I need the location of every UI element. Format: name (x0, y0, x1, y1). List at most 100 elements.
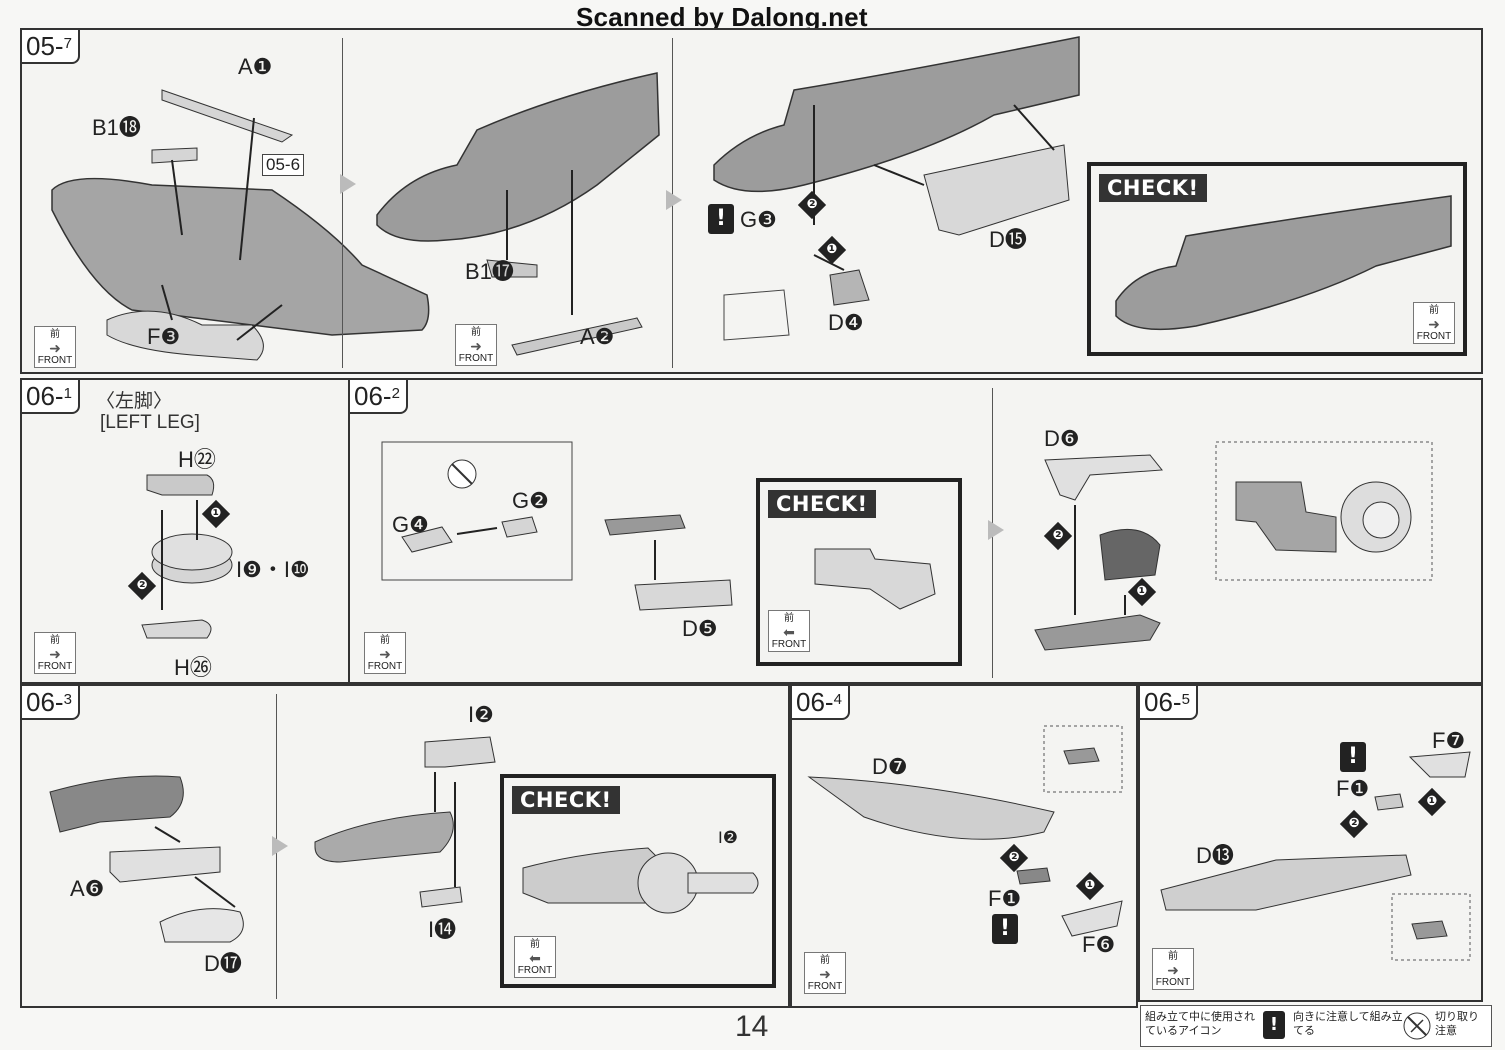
front-indicator: 前⬅FRONT (514, 936, 556, 978)
caution-icon: ! (1263, 1011, 1285, 1039)
front-indicator: 前➜FRONT (1152, 948, 1194, 990)
legend-warn-text: 向きに注意して組み立てる (1293, 1010, 1403, 1037)
part-label-f7: F❼ (1432, 728, 1466, 753)
next-arrow-icon (666, 190, 682, 210)
front-indicator: 前⬅FRONT (768, 610, 810, 652)
step-06-5-label: 06-5 (1140, 686, 1198, 720)
order-marker-1: ❶ (201, 499, 231, 529)
order-marker-1: ❶ (1127, 577, 1157, 607)
front-indicator: 前➜FRONT (364, 632, 406, 674)
finished-part-drawing (1115, 195, 1452, 331)
legend-cut-text: 切り取り注意 (1435, 1010, 1479, 1037)
finished-shin-drawing (522, 847, 759, 914)
part-label-f6: F❻ (1082, 932, 1116, 957)
cut-caution-icon (1403, 1012, 1431, 1040)
scan-banner: Scanned by Dalong.net (576, 2, 868, 32)
knee-joint-drawing (1034, 454, 1163, 651)
part-label-a6: A❻ (70, 876, 105, 901)
finished-knee-drawing (814, 548, 936, 610)
page-number: 14 (735, 1010, 769, 1043)
step-06-2-panel: 06-2 G❹ G❷ D❺ 前➜FRONT CHECK! 前⬅FRONT (348, 378, 1483, 684)
part-label-i9-i10: I❾・I❿ (236, 557, 310, 582)
part-label-b1-18: B1⓲ (92, 115, 141, 140)
part-label-i2: I❷ (468, 702, 494, 727)
armor-assembly-drawing (713, 36, 1080, 341)
next-arrow-icon (340, 174, 356, 194)
cut-caution-frame (381, 441, 573, 581)
part-label-h22: H㉒ (178, 447, 216, 472)
left-leg-title-en: [LEFT LEG] (100, 412, 200, 433)
front-indicator: 前➜FRONT (804, 952, 846, 994)
part-label-d5: D❺ (682, 616, 718, 641)
check-label: CHECK! (768, 490, 876, 518)
next-arrow-icon (272, 836, 288, 856)
step-06-1-label: 06-1 (22, 380, 80, 414)
foot-base-drawing (1160, 854, 1412, 911)
order-marker-1: ❶ (1417, 787, 1447, 817)
part-label-g4: G❹ (392, 512, 429, 537)
detail-frame (1391, 893, 1471, 961)
order-marker-1: ❶ (1075, 871, 1105, 901)
left-leg-title-jp: 〈左脚〉 (96, 391, 173, 412)
part-label-g2: G❷ (512, 488, 549, 513)
shin-assembly-drawing (314, 736, 496, 908)
front-indicator: 前➜FRONT (455, 324, 497, 366)
legend-title: 組み立て中に使用されているアイコン (1145, 1010, 1255, 1037)
body-assembly-drawing (376, 72, 660, 356)
order-marker-2: ❷ (1339, 809, 1369, 839)
detail-frame (1215, 441, 1433, 581)
part-label-i14: I⓮ (428, 917, 457, 942)
part-label-d13: D⓭ (1196, 843, 1234, 868)
step-06-3-panel: 06-3 A❻ D⓱ I❷ I⓮ CHECK! (20, 684, 790, 1008)
next-arrow-icon (988, 520, 1004, 540)
part-label-i2-check: I❷ (718, 828, 738, 847)
toe-part-drawing (1374, 751, 1471, 811)
check-box: CHECK! 前⬅FRONT (756, 478, 962, 666)
wing-assembly-drawing (51, 89, 430, 361)
step-06-4-label: 06-4 (792, 686, 850, 720)
front-indicator: 前➜FRONT (1413, 302, 1455, 344)
icon-legend: 組み立て中に使用されているアイコン ! 向きに注意して組み立てる 切り取り注意 (1140, 1005, 1492, 1047)
part-label-h26: H㉖ (174, 655, 212, 680)
shin-parts-drawing (49, 775, 244, 943)
front-indicator: 前➜FRONT (34, 632, 76, 674)
step-06-4-panel: 06-4 D❼ F❶ F❻ ! ❷ ❶ 前➜FRONT (790, 684, 1138, 1008)
step-06-5-panel: 06-5 ! F❼ F❶ D⓭ ❶ ❷ 前➜FRONT (1138, 684, 1483, 1002)
check-label: CHECK! (512, 786, 620, 814)
part-label-d17: D⓱ (204, 951, 242, 976)
knee-part-drawing (604, 514, 733, 611)
part-label-d7: D❼ (872, 754, 908, 779)
detail-frame (1043, 725, 1123, 793)
foot-claw-drawing (1016, 867, 1123, 937)
part-label-f3: F❸ (147, 324, 181, 349)
part-label-a2: A❷ (580, 324, 615, 349)
order-marker-2: ❷ (1043, 521, 1073, 551)
part-label-b1-17: B1⓱ (465, 259, 514, 284)
leg-joint-drawing (141, 474, 233, 639)
divider (342, 38, 343, 368)
order-marker-2: ❷ (127, 571, 157, 601)
order-marker-2: ❷ (999, 843, 1029, 873)
check-label: CHECK! (1099, 174, 1207, 202)
step-06-1-panel: 06-1 〈左脚〉 [LEFT LEG] H㉒ I❾・I❿ H㉖ ❶ ❷ 前➜F… (20, 378, 350, 684)
front-indicator: 前➜FRONT (34, 326, 76, 368)
order-marker-2: ❷ (797, 190, 827, 220)
check-box: CHECK! 前➜FRONT (1087, 162, 1467, 356)
step-05-7-panel: 05-7 A❶ B1⓲ F❸ 05-6 前➜FRONT B1⓱ A❷ 前➜FR (20, 28, 1483, 374)
part-label-d4: D❹ (828, 310, 864, 335)
order-marker-1: ❶ (817, 235, 847, 265)
step-06-2-label: 06-2 (350, 380, 408, 414)
caution-icon: ! (1340, 742, 1366, 772)
part-label-d6: D❻ (1044, 426, 1080, 451)
reference-step-05-6: 05-6 (262, 154, 305, 176)
caution-icon: ! (992, 914, 1018, 944)
step-05-7-label: 05-7 (22, 30, 80, 64)
check-box: CHECK! I❷ 前⬅FRONT (500, 774, 776, 988)
part-label-d15: D⓯ (989, 227, 1027, 252)
step-06-3-label: 06-3 (22, 686, 80, 720)
part-label-g3: G❸ (740, 207, 777, 232)
part-label-a1: A❶ (238, 54, 273, 79)
part-label-f1: F❶ (988, 886, 1022, 911)
foot-frame-drawing (807, 776, 1055, 840)
